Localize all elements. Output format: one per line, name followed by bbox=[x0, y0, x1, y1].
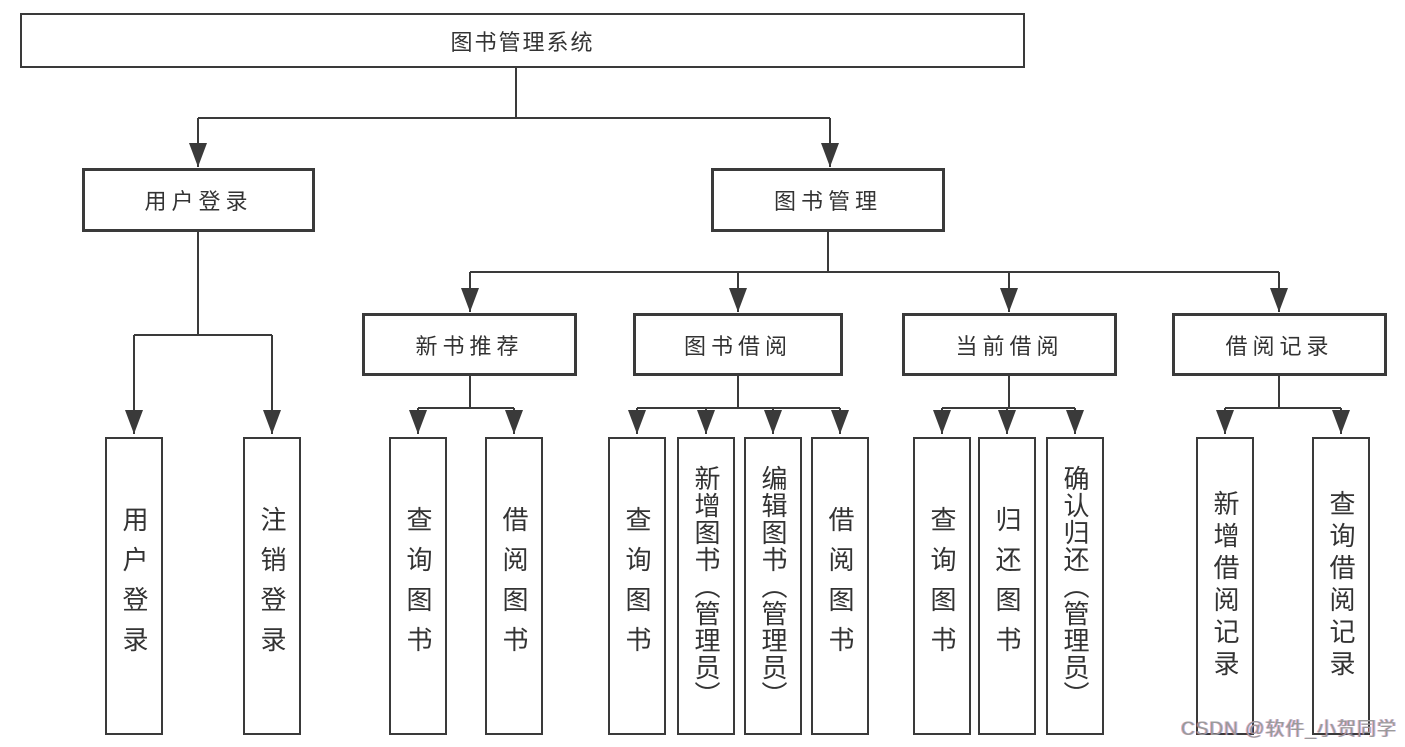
node-book-management: 图书管理 bbox=[711, 168, 945, 232]
leaf-user-login: 用户登录 bbox=[105, 437, 163, 735]
node-user-login: 用户登录 bbox=[82, 168, 315, 232]
leaf-label: 确认归还（管理员） bbox=[1060, 464, 1090, 708]
leaf-edit-books-admin: 编辑图书（管理员） bbox=[744, 437, 802, 735]
leaf-add-books-admin: 新增图书（管理员） bbox=[677, 437, 735, 735]
node-book-borrowing: 图书借阅 bbox=[633, 313, 843, 376]
leaf-add-borrow-record: 新增借阅记录 bbox=[1196, 437, 1254, 735]
leaf-query-books-recommend: 查询图书 bbox=[389, 437, 447, 735]
node-borrowing-records: 借阅记录 bbox=[1172, 313, 1387, 376]
node-label: 用户登录 bbox=[144, 189, 253, 214]
leaf-query-borrow-record: 查询借阅记录 bbox=[1312, 437, 1370, 735]
leaf-return-books: 归还图书 bbox=[978, 437, 1036, 735]
arrows-root-to-level2 bbox=[189, 118, 839, 167]
leaf-label: 借阅图书 bbox=[825, 506, 855, 666]
leaf-label: 借阅图书 bbox=[499, 506, 529, 666]
arrows-management-to-level3 bbox=[461, 272, 1288, 312]
leaf-borrow-books: 借阅图书 bbox=[811, 437, 869, 735]
leaf-query-books-current: 查询图书 bbox=[913, 437, 971, 735]
node-label: 当前借阅 bbox=[955, 333, 1064, 359]
leaf-label: 查询图书 bbox=[927, 506, 957, 666]
leaf-label: 注销登录 bbox=[257, 506, 287, 666]
arrows-login-to-leaves bbox=[125, 335, 281, 434]
node-library-management-system: 图书管理系统 bbox=[20, 13, 1025, 68]
node-label: 图书借阅 bbox=[683, 333, 792, 359]
node-label: 图书管理 bbox=[773, 189, 882, 214]
leaf-label: 归还图书 bbox=[992, 506, 1022, 666]
leaf-query-books-borrow: 查询图书 bbox=[608, 437, 666, 735]
node-label: 借阅记录 bbox=[1225, 333, 1334, 359]
leaf-label: 新增图书（管理员） bbox=[691, 464, 721, 708]
leaf-label: 用户登录 bbox=[119, 506, 149, 666]
leaf-label: 新增借阅记录 bbox=[1210, 490, 1240, 682]
node-label: 图书管理系统 bbox=[450, 29, 595, 55]
leaf-label: 查询图书 bbox=[403, 506, 433, 666]
csdn-watermark: CSDN @软件_小贺同学 bbox=[1181, 719, 1397, 740]
node-current-borrowing: 当前借阅 bbox=[902, 313, 1117, 376]
leaf-borrow-books-recommend: 借阅图书 bbox=[485, 437, 543, 735]
node-label: 新书推荐 bbox=[415, 333, 524, 359]
leaf-label: 编辑图书（管理员） bbox=[758, 464, 788, 708]
leaf-label: 查询借阅记录 bbox=[1326, 490, 1356, 682]
leaf-label: 查询图书 bbox=[622, 506, 652, 666]
arrows-level3-to-leaves bbox=[409, 408, 1350, 434]
node-new-book-recommendation: 新书推荐 bbox=[362, 313, 577, 376]
leaf-logout: 注销登录 bbox=[243, 437, 301, 735]
leaf-confirm-return-admin: 确认归还（管理员） bbox=[1046, 437, 1104, 735]
